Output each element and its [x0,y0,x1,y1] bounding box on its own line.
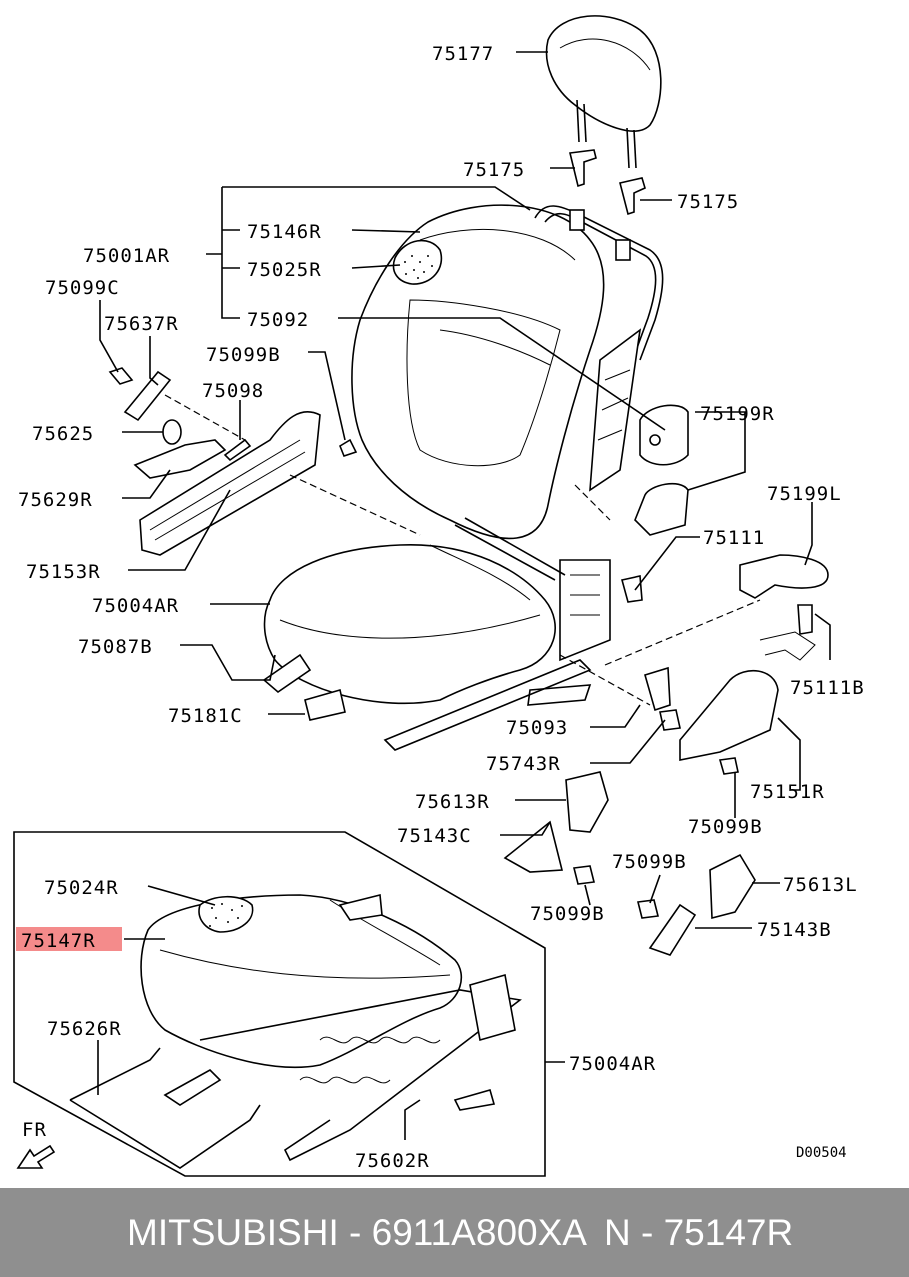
label-75024r[interactable]: 75024R [44,877,119,899]
label-75025r[interactable]: 75025R [247,259,322,281]
recliner-parts-right [503,404,829,956]
label-75199r[interactable]: 75199R [700,403,775,425]
seat-cushion-upper-drawing [262,517,611,751]
label-75602r[interactable]: 75602R [355,1150,430,1172]
label-75111[interactable]: 75111 [703,527,765,549]
label-75004ar-lower[interactable]: 75004AR [569,1053,656,1075]
label-75629r[interactable]: 75629R [18,489,93,511]
label-75151r[interactable]: 75151R [750,781,825,803]
label-75637r[interactable]: 75637R [104,313,179,335]
front-mark: FR [22,1119,47,1141]
footer-brand-partnumber: MITSUBISHI - 6911A800XA [127,1211,587,1253]
footer-part-code: N - 75147R [604,1211,794,1253]
part-labels: 75177 75175 75175 75001AR 75146R 75025R … [18,43,865,1172]
label-75099b-upper[interactable]: 75099B [206,344,281,366]
label-75099b-mid[interactable]: 75099B [688,816,763,838]
label-75175-right[interactable]: 75175 [677,191,739,213]
label-75613r[interactable]: 75613R [415,791,490,813]
label-75087b[interactable]: 75087B [78,636,153,658]
label-75004ar-upper[interactable]: 75004AR [92,595,179,617]
label-75153r[interactable]: 75153R [26,561,101,583]
label-75099c[interactable]: 75099C [45,277,120,299]
label-75146r[interactable]: 75146R [247,221,322,243]
label-75181c[interactable]: 75181C [168,705,243,727]
label-75001ar[interactable]: 75001AR [83,245,170,267]
label-75177[interactable]: 75177 [432,43,494,65]
label-75098[interactable]: 75098 [202,380,264,402]
seat-parts-diagram: 75177 75175 75175 75001AR 75146R 75025R … [13,15,865,1177]
diagram-code: D00504 [796,1145,847,1161]
label-75199l[interactable]: 75199L [767,483,842,505]
footer-bar: MITSUBISHI - 6911A800XA N - 75147R [0,1188,909,1277]
label-75143b[interactable]: 75143B [757,919,832,941]
front-arrow-icon [16,1144,56,1169]
label-75111b[interactable]: 75111B [790,677,865,699]
label-75147r[interactable]: 75147R [21,930,96,952]
label-75093[interactable]: 75093 [506,717,568,739]
label-75143c[interactable]: 75143C [397,825,472,847]
label-75099b-right[interactable]: 75099B [612,851,687,873]
label-75099b-low[interactable]: 75099B [530,903,605,925]
label-75743r[interactable]: 75743R [486,753,561,775]
highlight-box [16,927,122,951]
recliner-parts-left [108,367,611,556]
inset-box [13,831,546,1177]
seat-cushion-lower-drawing [69,893,522,1169]
label-75613l[interactable]: 75613L [783,874,858,896]
headrest-drawing [545,15,662,216]
seat-back-drawing [351,204,664,540]
label-75626r[interactable]: 75626R [47,1018,122,1040]
leader-lines [97,51,831,1140]
label-75092[interactable]: 75092 [247,309,309,331]
label-75625[interactable]: 75625 [32,423,94,445]
label-75175-left[interactable]: 75175 [463,159,525,181]
